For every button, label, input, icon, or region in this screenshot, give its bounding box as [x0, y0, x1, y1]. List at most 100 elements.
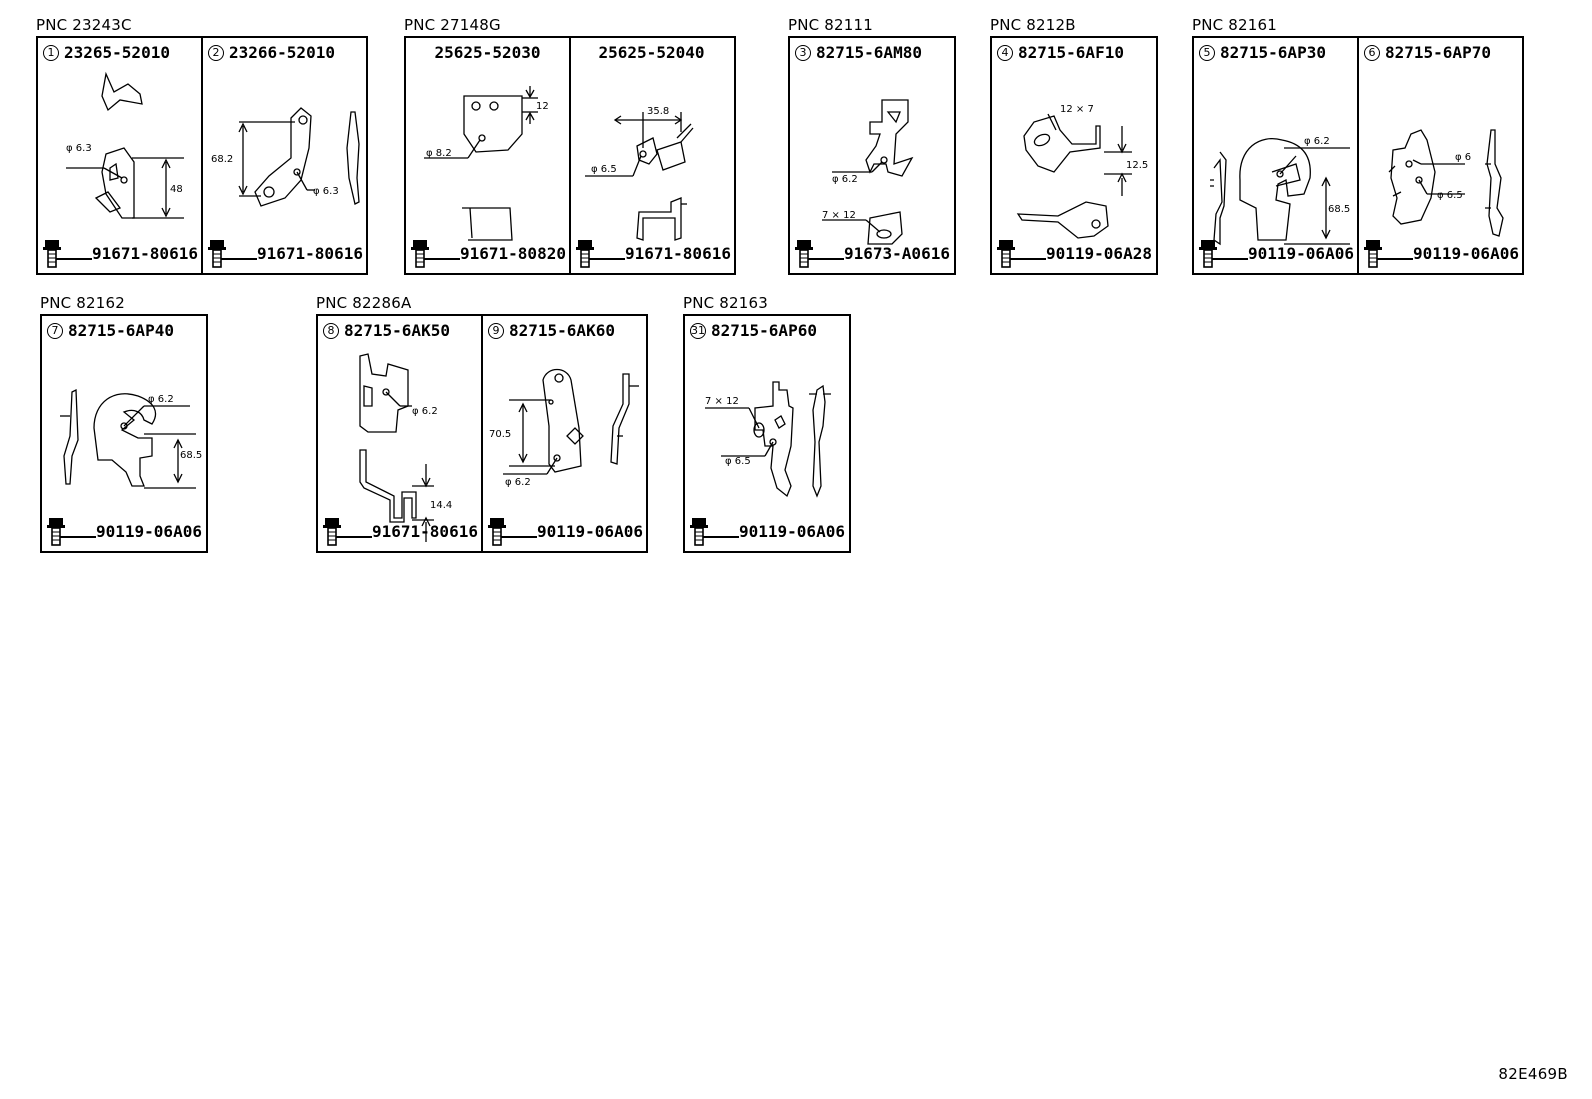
part-cell-3[interactable]: 3 82715-6AM80 φ 6.2 7 × 12: [790, 38, 953, 273]
part-header: 31 82715-6AP60: [690, 321, 817, 340]
part-header: 8 82715-6AK50: [323, 321, 450, 340]
part-number: 82715-6AP30: [1220, 43, 1326, 62]
diagram-reference-code: 82E469B: [1498, 1065, 1568, 1083]
part-cell-5[interactable]: 5 82715-6AP30 φ 6.2 68.5: [1194, 38, 1357, 273]
bolt-part-number: 90119-06A06: [537, 521, 643, 541]
parts-frame: 4 82715-6AF10 12 × 7 12.5: [990, 36, 1158, 275]
bracket-diagram: 68.2 φ 6.3: [211, 107, 360, 207]
bolt-callout: 91671-80820: [410, 238, 566, 268]
bracket-diagram: φ 6.2 68.5: [60, 388, 202, 489]
part-number: 23265-52010: [64, 43, 170, 62]
bolt-callout: 91673-A0616: [794, 238, 950, 268]
part-number: 25625-52040: [598, 43, 705, 62]
item-number: 9: [488, 322, 504, 339]
item-number: 2: [208, 44, 224, 61]
bolt-icon: [411, 240, 460, 268]
bolt-part-number: 90119-06A06: [96, 521, 202, 541]
part-header: 1 23265-52010: [43, 43, 170, 62]
part-cell-4[interactable]: 4 82715-6AF10 12 × 7 12.5: [992, 38, 1155, 273]
bolt-callout: 90119-06A06: [1198, 238, 1354, 268]
bolt-callout: 91671-80616: [207, 238, 363, 268]
part-number: 82715-6AK50: [344, 321, 450, 340]
pnc-label: PNC 82163: [683, 294, 769, 312]
bracket-diagram: 7 × 12 φ 6.5: [705, 381, 831, 498]
pnc-label: PNC 23243C: [36, 16, 132, 34]
part-header: 25625-52030: [406, 43, 569, 62]
item-number: 4: [997, 44, 1013, 61]
part-number: 82715-6AM80: [816, 43, 922, 62]
dim-label: φ 6.5: [591, 164, 617, 175]
dim-label: φ 6.2: [505, 477, 531, 488]
parts-frame: 7 82715-6AP40 φ 6.2 68.5: [40, 314, 208, 553]
bolt-icon: [690, 518, 739, 546]
pnc-label: PNC 82161: [1192, 16, 1278, 34]
bracket-diagram: 70.5 φ 6.2: [489, 368, 639, 488]
part-cell-7[interactable]: 7 82715-6AP40 φ 6.2 68.5: [42, 316, 205, 551]
dim-label: φ 6.2: [1304, 136, 1330, 147]
part-cell-6[interactable]: 6 82715-6AP70 φ 6 φ 6.5: [1357, 38, 1520, 273]
dim-label: 12.5: [1126, 160, 1148, 171]
bolt-part-number: 91671-80616: [257, 243, 363, 263]
dim-label: 70.5: [489, 429, 511, 440]
dim-label: φ 6.3: [313, 186, 339, 197]
bracket-diagram: φ 6.2 7 × 12: [822, 99, 914, 245]
part-cell-9[interactable]: 9 82715-6AK60 70.5 φ 6.2: [481, 316, 644, 551]
pnc-label: PNC 82111: [788, 16, 874, 34]
part-number: 82715-6AK60: [509, 321, 615, 340]
part-cell-2[interactable]: 2 23266-52010 68.2 φ 6.3: [201, 38, 364, 273]
dim-label: 68.5: [1328, 204, 1350, 215]
bolt-icon: [795, 240, 844, 268]
bolt-part-number: 90119-06A06: [739, 521, 845, 541]
item-number: 6: [1364, 44, 1380, 61]
part-cell-1[interactable]: 1 23265-52010 φ 6.3 48: [38, 38, 201, 273]
bolt-icon: [576, 240, 625, 268]
part-header: 3 82715-6AM80: [795, 43, 922, 62]
dim-label: φ 6.5: [725, 456, 751, 467]
dim-label: 68.2: [211, 154, 233, 165]
pnc-label: PNC 8212B: [990, 16, 1076, 34]
part-cell-31[interactable]: 31 82715-6AP60 7 × 12 φ 6.5: [685, 316, 848, 551]
dim-label: 14.4: [430, 500, 452, 511]
part-header: 5 82715-6AP30: [1199, 43, 1326, 62]
bolt-part-number: 91671-80616: [625, 243, 731, 263]
parts-frame: 3 82715-6AM80 φ 6.2 7 × 12: [788, 36, 956, 275]
parts-frame: 1 23265-52010 φ 6.3 48: [36, 36, 368, 275]
dim-label: φ 6.2: [832, 174, 858, 185]
bolt-part-number: 91671-80616: [92, 243, 198, 263]
part-cell-25625-52040[interactable]: 25625-52040 35.8 φ 6.5: [569, 38, 732, 273]
bolt-part-number: 91671-80616: [372, 521, 478, 541]
item-number: 1: [43, 44, 59, 61]
part-number: 82715-6AP70: [1385, 43, 1491, 62]
part-header: 25625-52040: [571, 43, 732, 62]
bracket-diagram: φ 6 φ 6.5: [1388, 129, 1504, 237]
parts-frame: 25625-52030 12 φ 8.2: [404, 36, 736, 275]
item-number: 8: [323, 322, 339, 339]
part-number: 82715-6AP60: [711, 321, 817, 340]
dim-label: 35.8: [647, 106, 669, 117]
part-number: 25625-52030: [434, 43, 541, 62]
bracket-diagram: φ 6.2 68.5: [1210, 136, 1350, 246]
dim-label: 7 × 12: [705, 396, 739, 407]
bolt-part-number: 90119-06A06: [1413, 243, 1519, 263]
part-cell-25625-52030[interactable]: 25625-52030 12 φ 8.2: [406, 38, 569, 273]
part-number: 23266-52010: [229, 43, 335, 62]
pnc-label: PNC 82162: [40, 294, 126, 312]
bolt-icon: [323, 518, 372, 546]
bolt-callout: 90119-06A06: [1363, 238, 1519, 268]
dim-label: φ 6.5: [1437, 190, 1463, 201]
pnc-label: PNC 27148G: [404, 16, 501, 34]
bolt-icon: [488, 518, 537, 546]
bracket-diagram: 12 φ 8.2: [424, 86, 549, 241]
bolt-callout: 90119-06A06: [46, 516, 202, 546]
parts-frame: 5 82715-6AP30 φ 6.2 68.5: [1192, 36, 1524, 275]
bolt-callout: 90119-06A28: [996, 238, 1152, 268]
bracket-diagram: 35.8 φ 6.5: [585, 106, 694, 241]
bracket-diagram: φ 6.2 14.4: [359, 353, 452, 542]
part-cell-8[interactable]: 8 82715-6AK50 φ 6.2 14.4: [318, 316, 481, 551]
part-number: 82715-6AP40: [68, 321, 174, 340]
bolt-icon: [997, 240, 1046, 268]
dim-label: φ 6.2: [148, 394, 174, 405]
dim-label: 12 × 7: [1060, 104, 1094, 115]
part-header: 6 82715-6AP70: [1364, 43, 1491, 62]
bolt-icon: [43, 240, 92, 268]
